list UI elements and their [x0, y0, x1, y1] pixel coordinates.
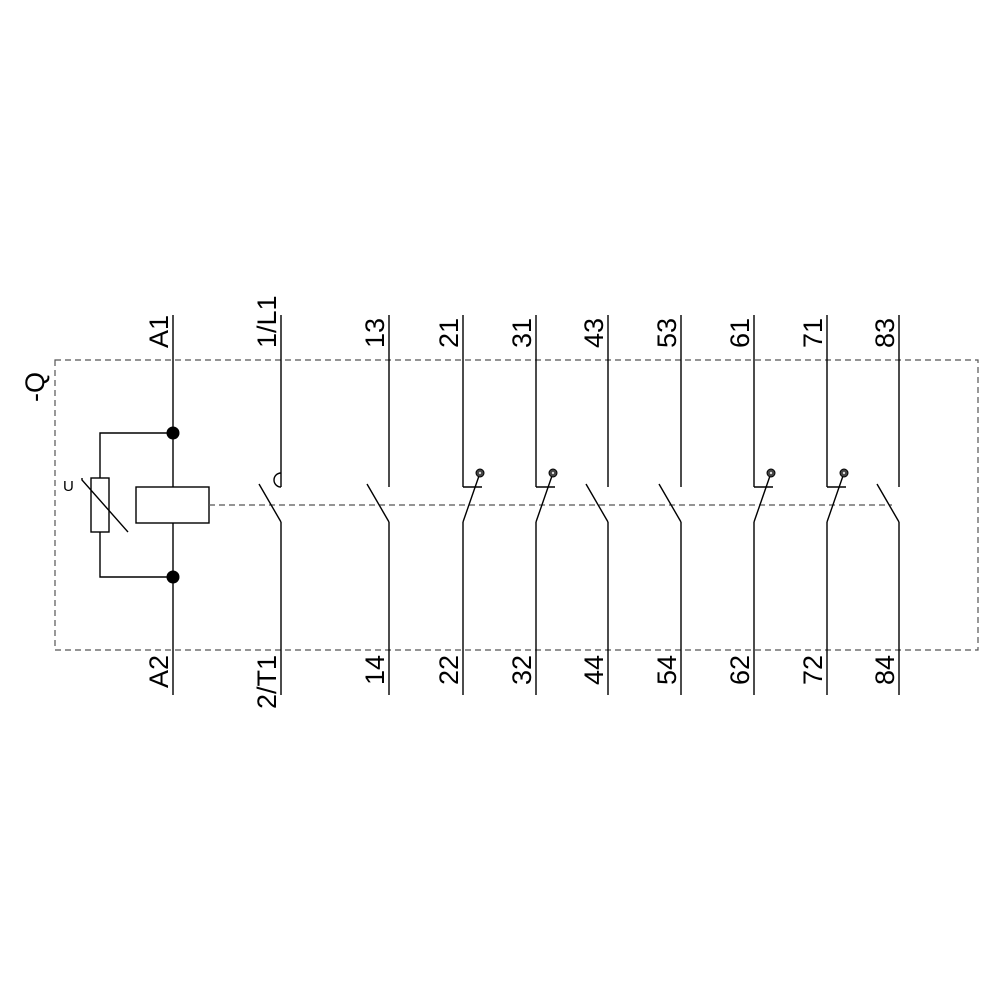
- varistor: [90, 477, 110, 533]
- contact-blade: [462, 472, 481, 523]
- device-tag: -Q: [20, 372, 50, 402]
- terminal-label-A1: A1: [144, 315, 174, 348]
- terminal-label: 71: [798, 318, 828, 348]
- terminal-label: 61: [725, 318, 755, 348]
- contact-blade: [658, 483, 682, 523]
- aux-contact-nc: 61 62: [725, 315, 776, 695]
- aux-contact-no: 13 14: [360, 315, 390, 695]
- terminal-label: 21: [434, 318, 464, 348]
- aux-contact-nc: 71 72: [798, 315, 849, 695]
- aux-contact-no: 43 44: [579, 315, 609, 695]
- terminal-label: 53: [652, 318, 682, 348]
- terminal-label-2T1: 2/T1: [252, 655, 282, 709]
- terminal-label: 43: [579, 318, 609, 348]
- terminal-label: 13: [360, 318, 390, 348]
- varistor-label: U: [63, 478, 74, 495]
- terminal-label: 14: [360, 655, 390, 685]
- contact-blade: [826, 472, 845, 523]
- contact-blade: [366, 483, 390, 523]
- terminal-label: 32: [507, 655, 537, 685]
- terminal-label: 62: [725, 655, 755, 685]
- coil-circuit: U A1 A2: [63, 315, 210, 695]
- terminal-label: 22: [434, 655, 464, 685]
- terminal-label-1L1: 1/L1: [252, 295, 282, 348]
- terminal-label: 54: [652, 655, 682, 685]
- terminal-label: 72: [798, 655, 828, 685]
- device-enclosure: [54, 359, 979, 651]
- terminal-label: 31: [507, 318, 537, 348]
- contact-blade: [535, 472, 554, 523]
- coil: [135, 486, 210, 524]
- terminal-label-A2: A2: [144, 655, 174, 688]
- contact-blade: [876, 483, 900, 523]
- contact-blade: [753, 472, 772, 523]
- terminal-label: 83: [870, 318, 900, 348]
- aux-contact-nc: 21 22: [434, 315, 485, 695]
- aux-contact-no: 53 54: [652, 315, 682, 695]
- aux-contact-nc: 31 32: [507, 315, 558, 695]
- terminal-label: 44: [579, 655, 609, 685]
- contact-blade: [585, 483, 609, 523]
- terminal-label: 84: [870, 655, 900, 685]
- main-contact: 1/L1 2/T1: [252, 295, 282, 709]
- aux-contact-no: 83 84: [870, 315, 900, 695]
